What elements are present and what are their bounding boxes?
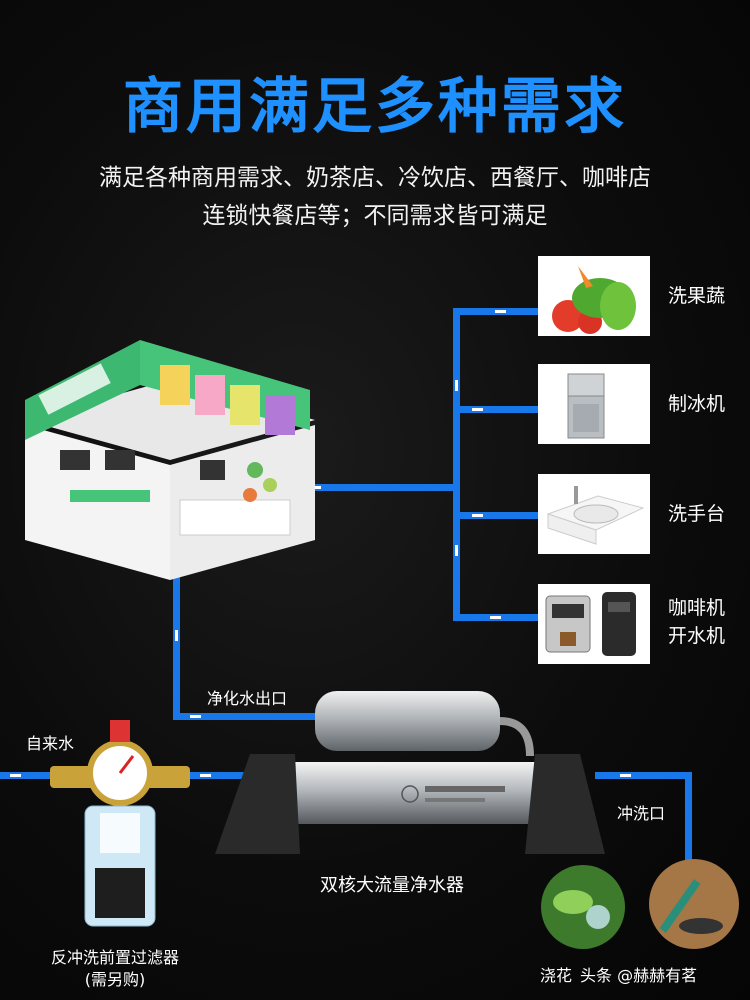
pipe-store-to-trunk — [285, 484, 455, 491]
flow-arrow-icon — [175, 630, 178, 641]
label-prefilter: 反冲洗前置过滤器 — [50, 948, 179, 967]
ice-machine-icon — [538, 364, 650, 444]
flow-arrow-icon — [310, 486, 321, 489]
output-label-vegetables: 洗果蔬 — [668, 285, 726, 307]
wash-basin-icon — [538, 474, 650, 554]
flow-arrow-icon — [455, 545, 458, 556]
pipe-branch-3 — [453, 512, 539, 519]
label-purifier-name: 双核大流量净水器 — [320, 875, 464, 896]
pipe-branch-2 — [453, 406, 539, 413]
output-label-wash-basin: 洗手台 — [668, 503, 726, 525]
flow-arrow-icon — [472, 408, 483, 411]
small-purifier-tank-icon — [315, 691, 534, 756]
label-purified-outlet: 净化水出口 — [207, 689, 288, 708]
pipe-flush-down — [685, 772, 692, 864]
dual-core-purifier-icon — [215, 754, 605, 854]
flow-arrow-icon — [472, 514, 483, 517]
watering-plants-icon — [541, 865, 625, 949]
output-label-ice-machine: 制冰机 — [668, 393, 726, 415]
output-label-hot-water-machine: 开水机 — [668, 625, 726, 647]
label-tap-water: 自来水 — [26, 734, 75, 753]
pipe-flush — [595, 772, 692, 779]
coffee-machine-icon — [538, 584, 650, 664]
page-title: 商用满足多种需求 — [123, 72, 627, 142]
pipe-trunk-vertical — [453, 308, 460, 620]
flow-arrow-icon — [495, 310, 506, 313]
output-card-ice-machine — [538, 364, 650, 444]
flow-arrow-icon — [10, 774, 21, 777]
flow-arrow-icon — [490, 616, 501, 619]
tea-shop-icon — [25, 340, 315, 580]
pipe-purified-outlet — [173, 713, 318, 720]
output-card-coffee-machine — [538, 584, 650, 664]
backwash-prefilter-icon — [50, 720, 190, 927]
flow-arrow-icon — [455, 380, 458, 391]
pipe-tap-inlet — [0, 772, 60, 779]
flow-arrow-icon — [620, 774, 631, 777]
vegetables-icon — [538, 256, 650, 336]
pipe-prefilter-to-purifier — [185, 772, 245, 779]
flow-arrow-icon — [200, 774, 211, 777]
mopping-icon — [649, 859, 739, 949]
label-watering: 浇花 — [540, 966, 573, 985]
output-label-coffee-machine: 咖啡机 — [668, 597, 726, 619]
watermark: 头条 @赫赫有茗 — [580, 966, 698, 985]
output-card-wash-basin — [538, 474, 650, 554]
output-card-vegetables — [538, 256, 650, 336]
label-prefilter-note: (需另购) — [84, 970, 146, 989]
pipe-store-down — [173, 570, 180, 720]
flow-arrow-icon — [190, 715, 201, 718]
subtitle-line-2: 连锁快餐店等；不同需求皆可满足 — [202, 203, 548, 229]
label-flush-outlet: 冲洗口 — [617, 804, 666, 823]
subtitle-line-1: 满足各种商用需求、奶茶店、冷饮店、西餐厅、咖啡店 — [99, 165, 651, 191]
